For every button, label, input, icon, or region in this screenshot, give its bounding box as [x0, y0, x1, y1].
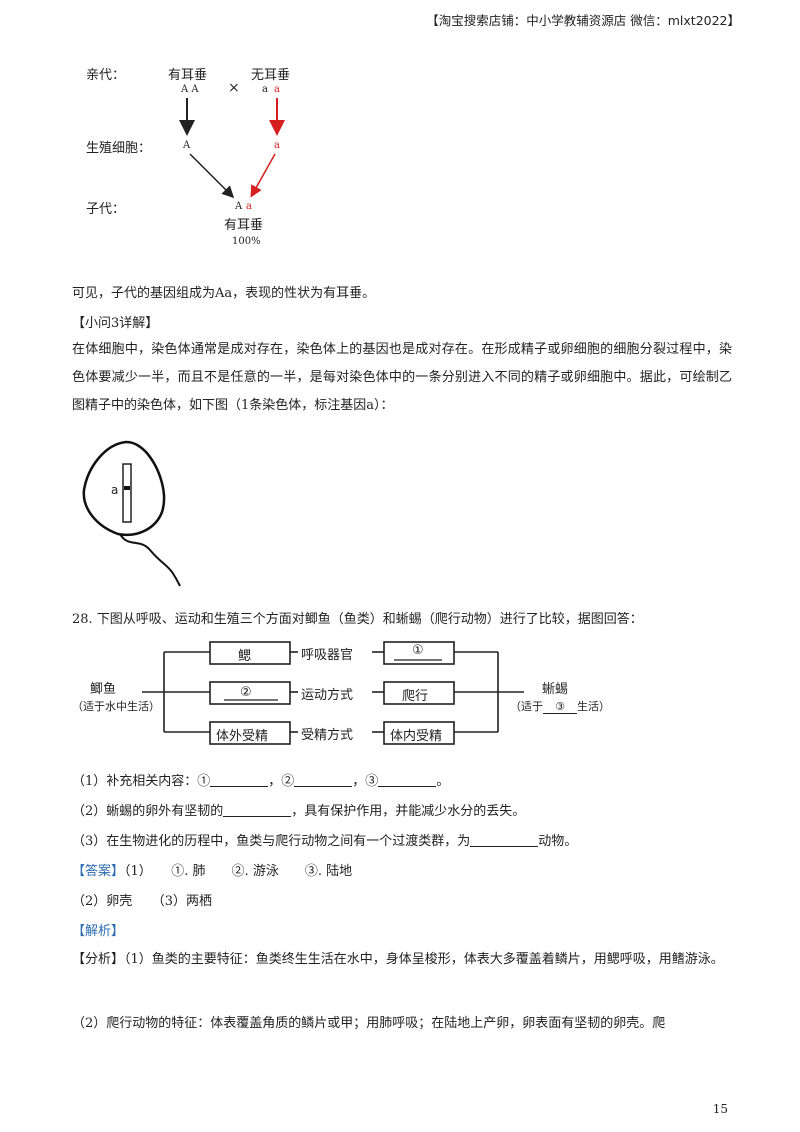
q3-body: 在体细胞中，染色体通常是成对存在，染色体上的基因也是成对存在。在形成精子或卵细胞…	[72, 342, 732, 413]
q28-stem: 28. 下图从呼吸、运动和生殖三个方面对鲫鱼（鱼类）和蜥蜴（爬行动物）进行了比较…	[72, 612, 643, 627]
offspring-label: 子代：	[86, 202, 126, 217]
analysis-tag: 【解析】	[72, 924, 125, 939]
answer-line-2: （2）卵壳 （3）两栖	[72, 894, 213, 909]
arrow-gamete-a-to-offspring	[250, 153, 276, 198]
blank-eggshell[interactable]	[223, 802, 292, 817]
row1-category: 呼吸器官	[301, 648, 354, 663]
blank-3[interactable]	[378, 772, 437, 787]
row1-lizard-blank: ①	[412, 643, 424, 658]
answer-line-1: 【答案】（1） ①. 肺 ②. 游泳 ③. 陆地	[72, 864, 353, 879]
parent2-allele2: a	[274, 84, 280, 95]
blank-transition-group[interactable]	[470, 832, 539, 847]
blank-2[interactable]	[294, 772, 353, 787]
q3-title: 【小问3详解】	[72, 316, 159, 331]
sperm-shape	[82, 440, 181, 587]
parent2-trait: 无耳垂	[251, 68, 291, 83]
analysis-paragraph-1: 【分析】（1）鱼类的主要特征：鱼类终生生活在水中，身体呈梭形，体表大多覆盖着鳞片…	[72, 952, 724, 967]
offspring-allele-A: A	[235, 201, 243, 212]
sperm-gene-label: a	[111, 483, 119, 497]
q28-sub2: （2）蜥蜴的卵外有坚韧的，具有保护作用，并能减少水分的丢失。	[72, 802, 526, 819]
analysis-paragraph-2: （2）爬行动物的特征：体表覆盖角质的鳞片或甲；用肺呼吸；在陆地上产卵，卵表面有坚…	[72, 1016, 666, 1031]
q28-sub3: （3）在生物进化的历程中，鱼类与爬行动物之间有一个过渡类群，为动物。	[72, 832, 578, 849]
arrow-gamete-A-to-offspring	[189, 153, 235, 199]
answer-tag: 【答案】	[72, 864, 125, 879]
gamete-A: A	[183, 140, 191, 151]
parent1-trait: 有耳垂	[168, 68, 208, 83]
offspring-allele-a: a	[246, 201, 252, 212]
page-number: 15	[712, 1102, 728, 1116]
chromosome	[122, 463, 132, 523]
comparison-lines	[142, 641, 524, 745]
row2-fish-blank: ②	[240, 685, 252, 700]
fish-label: 鲫鱼	[90, 682, 117, 697]
offspring-trait: 有耳垂	[224, 218, 264, 233]
lizard-habitat-blank: ③	[543, 700, 577, 714]
comparison-diagram: 鲫鱼 （适于水中生活） 鳃 ② 体外受精 呼吸器官 运动方式 受精方式 ① 爬行…	[72, 636, 632, 752]
offspring-percent: 100%	[232, 236, 261, 247]
cross-arrows	[179, 98, 285, 199]
gamete-label: 生殖细胞：	[86, 141, 152, 156]
lizard-label: 蜥蜴	[542, 682, 569, 697]
fish-habitat-note: （适于水中生活）	[72, 700, 160, 713]
page-header: 【淘宝搜索店铺：中小学教辅资源店 微信：mlxt2022】	[426, 13, 740, 28]
parent2-allele1: a	[262, 84, 268, 95]
conclusion-text: 可见，子代的基因组成为Aa，表现的性状为有耳垂。	[72, 286, 376, 301]
sperm-drawing: a	[76, 438, 196, 588]
row3-fish-fertilization: 体外受精	[216, 729, 269, 744]
row2-lizard-movement: 爬行	[402, 689, 429, 704]
gamete-a: a	[274, 140, 280, 151]
parent-generation-label: 亲代：	[86, 68, 126, 83]
parent1-genotype: A A	[181, 84, 199, 95]
row2-category: 运动方式	[301, 688, 354, 703]
q28-sub1: （1）补充相关内容：①，②，③。	[72, 772, 450, 789]
row1-fish-organ: 鳃	[238, 649, 252, 664]
row3-category: 受精方式	[301, 728, 354, 743]
row3-lizard-fertilization: 体内受精	[390, 729, 443, 744]
cross-symbol: ×	[228, 80, 240, 96]
blank-1[interactable]	[210, 772, 269, 787]
